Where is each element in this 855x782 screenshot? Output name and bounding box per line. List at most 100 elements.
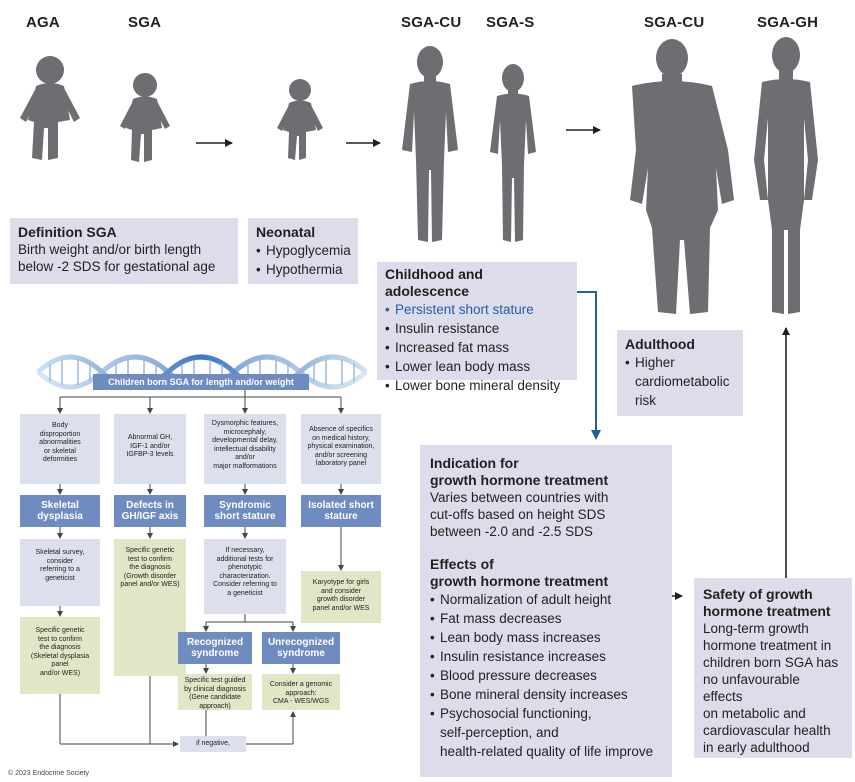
fc-line: a geneticist — [227, 589, 263, 597]
fc-col1-step: Skeletal survey, consider referring to a… — [20, 539, 100, 606]
fc-line: short stature — [214, 511, 276, 522]
fc-line: by clinical diagnosis — [184, 685, 246, 693]
child-sga-cu-silhouette — [402, 46, 458, 242]
fc-col4-step: Karyotype for girls and consider growth … — [301, 571, 381, 623]
fc-line: major malformations — [213, 462, 277, 470]
fc-line: and consider — [320, 587, 362, 595]
adulthood-line: cardiometabolic — [635, 374, 730, 389]
childhood-box: Childhood and adolescence Persistent sho… — [377, 262, 577, 395]
fc-line: CMA - WES/WGS — [273, 698, 329, 705]
infant-aga-silhouette — [20, 56, 80, 160]
fc-line: Abnormal GH, — [127, 434, 173, 441]
header-sga-cu-adult: SGA-CU — [644, 14, 705, 31]
fc-line: approach) — [199, 702, 231, 710]
fc-line: geneticist — [45, 574, 75, 582]
fc-recognized-syndrome: Recognized syndrome — [178, 632, 252, 664]
neonatal-title: Neonatal — [256, 224, 316, 240]
safety-text: children born SGA has — [703, 655, 839, 670]
definition-title: Definition SGA — [18, 224, 117, 240]
fc-line: syndrome — [191, 648, 239, 659]
header-sga-cu-child: SGA-CU — [401, 14, 462, 31]
fc-line: Dysmorphic features, — [211, 420, 279, 427]
neonatal-item-hypoglycemia: Hypoglycemia — [256, 241, 351, 260]
indication-text: cut-offs based on height SDS — [430, 507, 606, 522]
indication-title-2: growth hormone treatment — [430, 472, 609, 488]
neonatal-box: Neonatal Hypoglycemia Hypothermia — [248, 218, 358, 284]
adulthood-line: Higher — [635, 355, 675, 370]
effects-item: Fat mass decreases — [430, 609, 662, 628]
fc-line: deformities — [42, 456, 78, 463]
fc-line: abnormalities — [39, 439, 81, 446]
fc-line: Consider a genomic — [269, 681, 333, 688]
effects-item: Blood pressure decreases — [430, 666, 662, 685]
fc-line: Skeletal — [41, 500, 79, 511]
definition-sga-box: Definition SGA Birth weight and/or birth… — [10, 218, 238, 284]
fc-line: on medical history, — [312, 434, 370, 442]
definition-line-1: Birth weight and/or birth length — [18, 242, 202, 257]
fc-line: IGF-1 and/or — [130, 442, 170, 450]
fc-line: Consider referring to — [213, 581, 277, 588]
fc-col2-criteria: Abnormal GH, IGF-1 and/or IGFBP-3 levels — [114, 414, 186, 484]
fc-line: and/or screening — [314, 451, 368, 459]
fc-col3-criteria: Dysmorphic features, microcephaly, devel… — [204, 414, 286, 484]
fc-line: panel and/or WES — [312, 604, 370, 612]
effects-psychosocial-line: health-related quality of life improve — [440, 744, 654, 759]
fc-col2-test: Specific genetic test to confirm the dia… — [114, 539, 186, 676]
effects-item: Insulin resistance increases — [430, 647, 662, 666]
fc-line: If necessary, — [225, 547, 265, 554]
fc-line: growth disorder — [316, 596, 366, 603]
childhood-item-persistent-short-stature: Persistent short stature — [385, 300, 569, 319]
fc-line: Specific genetic — [35, 627, 85, 634]
fc-line: stature — [324, 511, 358, 522]
fc-col4-diagnosis-isolated: Isolated short stature — [301, 495, 381, 527]
fc-if-negative: if negative, — [180, 736, 246, 752]
fc-line: panel — [51, 661, 69, 668]
infant-neonatal-silhouette — [277, 79, 323, 160]
neonatal-item-hypothermia: Hypothermia — [256, 260, 350, 279]
adulthood-title: Adulthood — [625, 336, 695, 352]
safety-title-1: Safety of growth — [703, 586, 813, 602]
effects-item: Normalization of adult height — [430, 590, 662, 609]
safety-box: Safety of growth hormone treatment Long-… — [694, 578, 852, 758]
safety-text: Long-term growth — [703, 621, 809, 636]
fc-line: Absence of specifics — [309, 426, 373, 433]
fc-line: or skeletal — [44, 447, 76, 455]
fc-line: additional tests for — [216, 555, 274, 563]
effects-psychosocial-line: self-perception, and — [440, 725, 559, 740]
adult-sga-cu-silhouette — [630, 39, 734, 314]
fc-line: Syndromic — [219, 500, 271, 511]
effects-psychosocial-line: Psychosocial functioning, — [440, 706, 592, 721]
fc-line: panel and/or WES) — [120, 581, 180, 588]
fc-col1-criteria: Body disproportion abnormalities or skel… — [20, 414, 100, 484]
fc-line: (Skeletal dysplasia — [30, 652, 90, 660]
flowchart-connectors — [57, 390, 344, 747]
growth-hormone-box: Indication for growth hormone treatment … — [420, 445, 672, 777]
fc-line: the diagnosis — [39, 644, 81, 651]
fc-unrecognized-test: Consider a genomic approach: CMA - WES/W… — [262, 674, 340, 710]
childhood-item: Increased fat mass — [385, 338, 569, 357]
fc-line: IGFBP-3 levels — [126, 451, 174, 458]
fc-line: characterization. — [219, 572, 271, 580]
fc-line: test to confirm — [128, 555, 172, 563]
safety-text: no unfavourable effects — [703, 672, 800, 704]
indication-text: Varies between countries with — [430, 490, 609, 505]
safety-text: on metabolic and — [703, 706, 806, 721]
fc-col3-step: If necessary, additional tests for pheno… — [204, 539, 286, 614]
indication-text: between -2.0 and -2.5 SDS — [430, 524, 593, 539]
flowchart-title: Children born SGA for length and/or weig… — [93, 374, 309, 390]
effects-title-2: growth hormone treatment — [430, 573, 609, 589]
fc-line: disproportion — [39, 430, 81, 438]
fc-line: test to confirm — [38, 635, 82, 643]
definition-line-2: below -2 SDS for gestational age — [18, 259, 216, 274]
fc-line: developmental delay, — [212, 437, 278, 444]
fc-line: Body — [52, 422, 68, 429]
copyright-notice: © 2023 Endocrine Society — [8, 770, 90, 777]
adulthood-box: Adulthood Higher cardiometabolic risk — [617, 330, 743, 416]
childhood-title: Childhood and adolescence — [385, 266, 483, 299]
effects-title-1: Effects of — [430, 556, 494, 572]
fc-line: Unrecognized — [267, 637, 335, 648]
fc-recognized-test: Specific test guided by clinical diagnos… — [178, 674, 252, 710]
effects-item: Bone mineral density increases — [430, 685, 662, 704]
fc-unrecognized-syndrome: Unrecognized syndrome — [262, 632, 340, 664]
